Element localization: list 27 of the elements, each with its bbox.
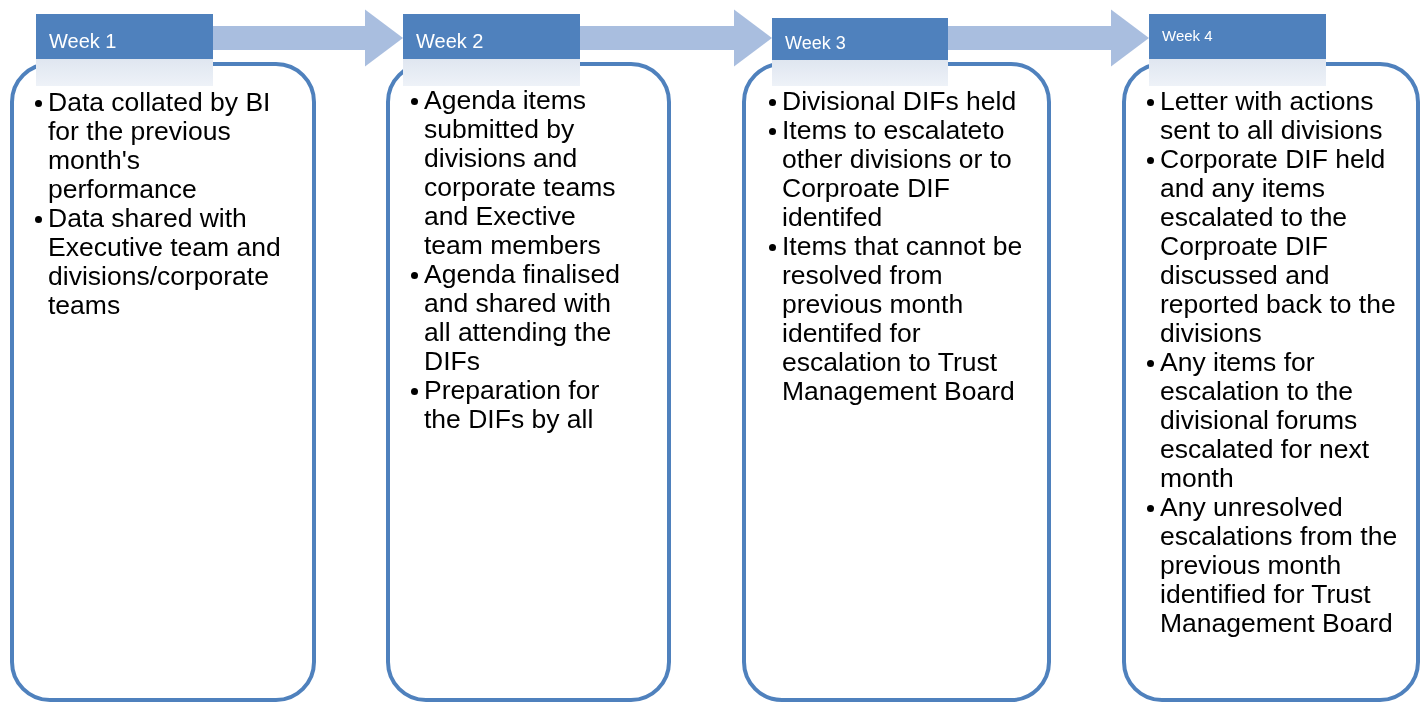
task-card bbox=[10, 62, 316, 702]
week-label: Week 4 bbox=[1162, 26, 1213, 44]
block-arrow bbox=[580, 9, 772, 67]
bullet-item: Any items for escalation to the divisional forums escalated for next month bbox=[1160, 348, 1371, 493]
bullet-item: Data collated by BI for the previous month's performance bbox=[48, 88, 272, 204]
week-label: Week 2 bbox=[416, 30, 484, 53]
week-tab bbox=[1149, 14, 1326, 86]
bullet-item: Corporate DIF held and any items escalated to the Corproate DIF discussed and reported back to the divisions bbox=[1160, 145, 1397, 348]
block-arrow bbox=[213, 9, 403, 67]
bullet-item: Agenda items submitted by divisions and corporate teams and Exective team members bbox=[424, 86, 617, 260]
block-arrow bbox=[948, 9, 1149, 67]
bullet-item: Items to escalateto other divisions or to Corproate DIF identifed bbox=[782, 116, 1013, 232]
task-card bbox=[1122, 62, 1420, 702]
week-tab bbox=[772, 18, 948, 86]
bullet-item: Preparation for the DIFs by all bbox=[424, 376, 601, 434]
bullet-item: Letter with actions sent to all divisions bbox=[1160, 87, 1384, 145]
bullet-item: Divisional DIFs held bbox=[782, 87, 1018, 116]
week-tab bbox=[403, 14, 580, 86]
bullet-item: Data shared with Executive team and divisions/corporate teams bbox=[48, 204, 282, 320]
week-tab bbox=[36, 14, 213, 86]
task-card bbox=[386, 62, 671, 702]
bullet-item: Items that cannot be resolved from previous month identifed for escalation to Trust Management Board bbox=[782, 232, 1024, 406]
week-label: Week 1 bbox=[49, 30, 117, 53]
bullet-item: Any unresolved escalations from the previous month identified for Trust Management Board bbox=[1160, 493, 1399, 638]
week-label: Week 3 bbox=[785, 33, 846, 54]
task-card bbox=[742, 62, 1051, 702]
bullet-item: Agenda finalised and shared with all attending the DIFs bbox=[424, 260, 621, 376]
